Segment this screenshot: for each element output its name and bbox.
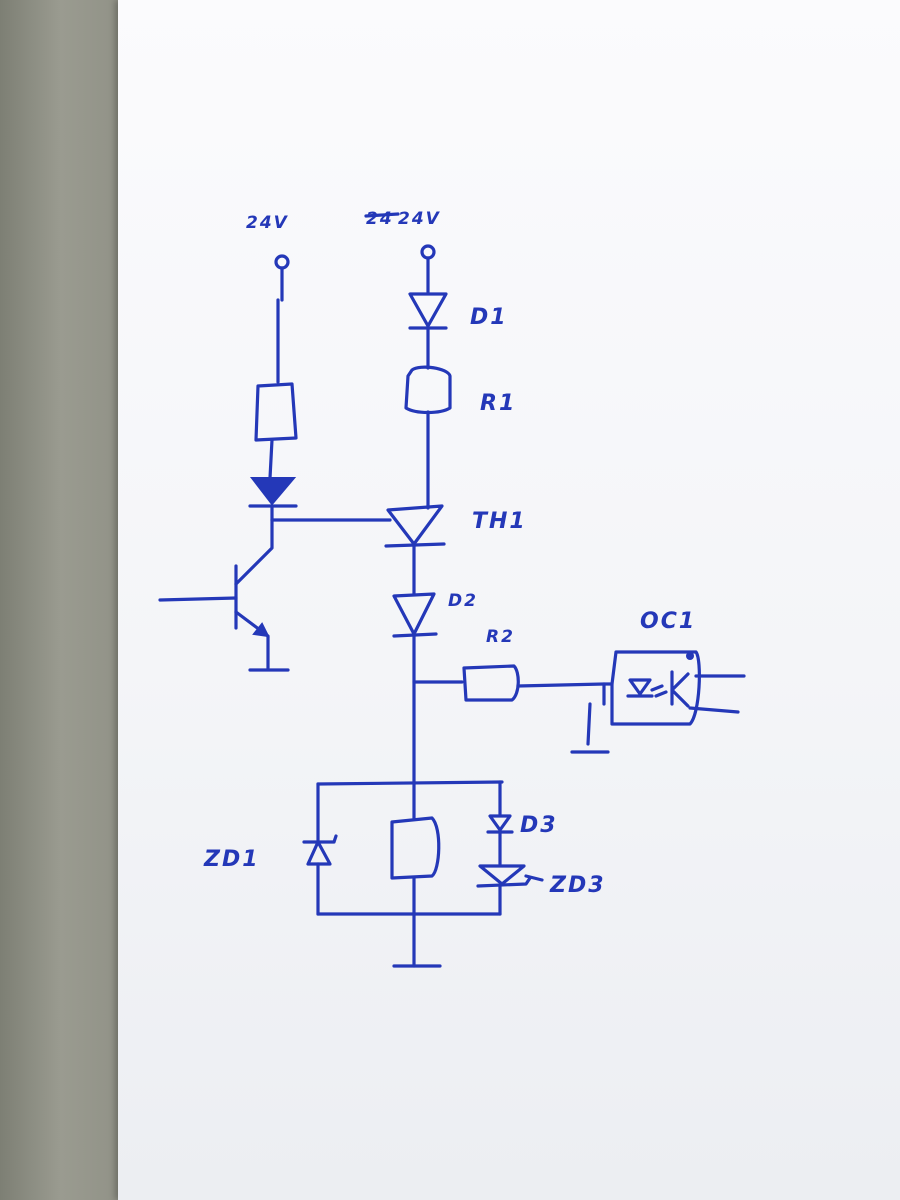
load-box — [390, 816, 441, 880]
zener-zd3 — [476, 864, 532, 888]
label-supply-right: 24 24V — [364, 209, 441, 229]
svg-text:24: 24 — [366, 209, 394, 229]
wire-left-mid — [268, 438, 274, 480]
diode-d1 — [408, 292, 448, 330]
ground-oc1 — [570, 702, 610, 754]
label-th1: TH1 — [472, 509, 527, 534]
label-d2: D2 — [448, 591, 478, 611]
resistor-r1 — [404, 365, 452, 415]
label-zd1: ZD1 — [203, 847, 260, 872]
transistor-npn — [158, 518, 274, 670]
diode-d2 — [392, 592, 438, 638]
label-supply-left: 24V — [246, 213, 289, 233]
zd3-pointer — [524, 874, 544, 882]
terminal-left — [274, 254, 290, 270]
label-d1: D1 — [470, 305, 508, 330]
oc1-output-leads — [688, 674, 746, 714]
bus-top — [316, 780, 504, 786]
terminal-right — [420, 244, 436, 260]
svg-text:24V: 24V — [398, 209, 441, 229]
thyristor-th1 — [384, 504, 446, 548]
resistor-r2 — [462, 664, 520, 702]
diode-d3 — [486, 814, 514, 834]
table-surface — [0, 0, 135, 1200]
paper-sheet — [118, 0, 900, 1200]
zener-zd1 — [302, 834, 338, 866]
label-zd3: ZD3 — [549, 873, 606, 898]
optocoupler-oc1 — [602, 650, 701, 726]
label-d3: D3 — [520, 813, 558, 838]
wire-left-top — [276, 266, 284, 384]
label-r1: R1 — [480, 391, 516, 416]
diode-left — [248, 477, 298, 508]
label-r2: R2 — [486, 627, 515, 647]
label-oc1: OC1 — [640, 609, 696, 634]
wire-r2-oc1 — [516, 682, 606, 688]
component-left-box — [254, 382, 298, 442]
